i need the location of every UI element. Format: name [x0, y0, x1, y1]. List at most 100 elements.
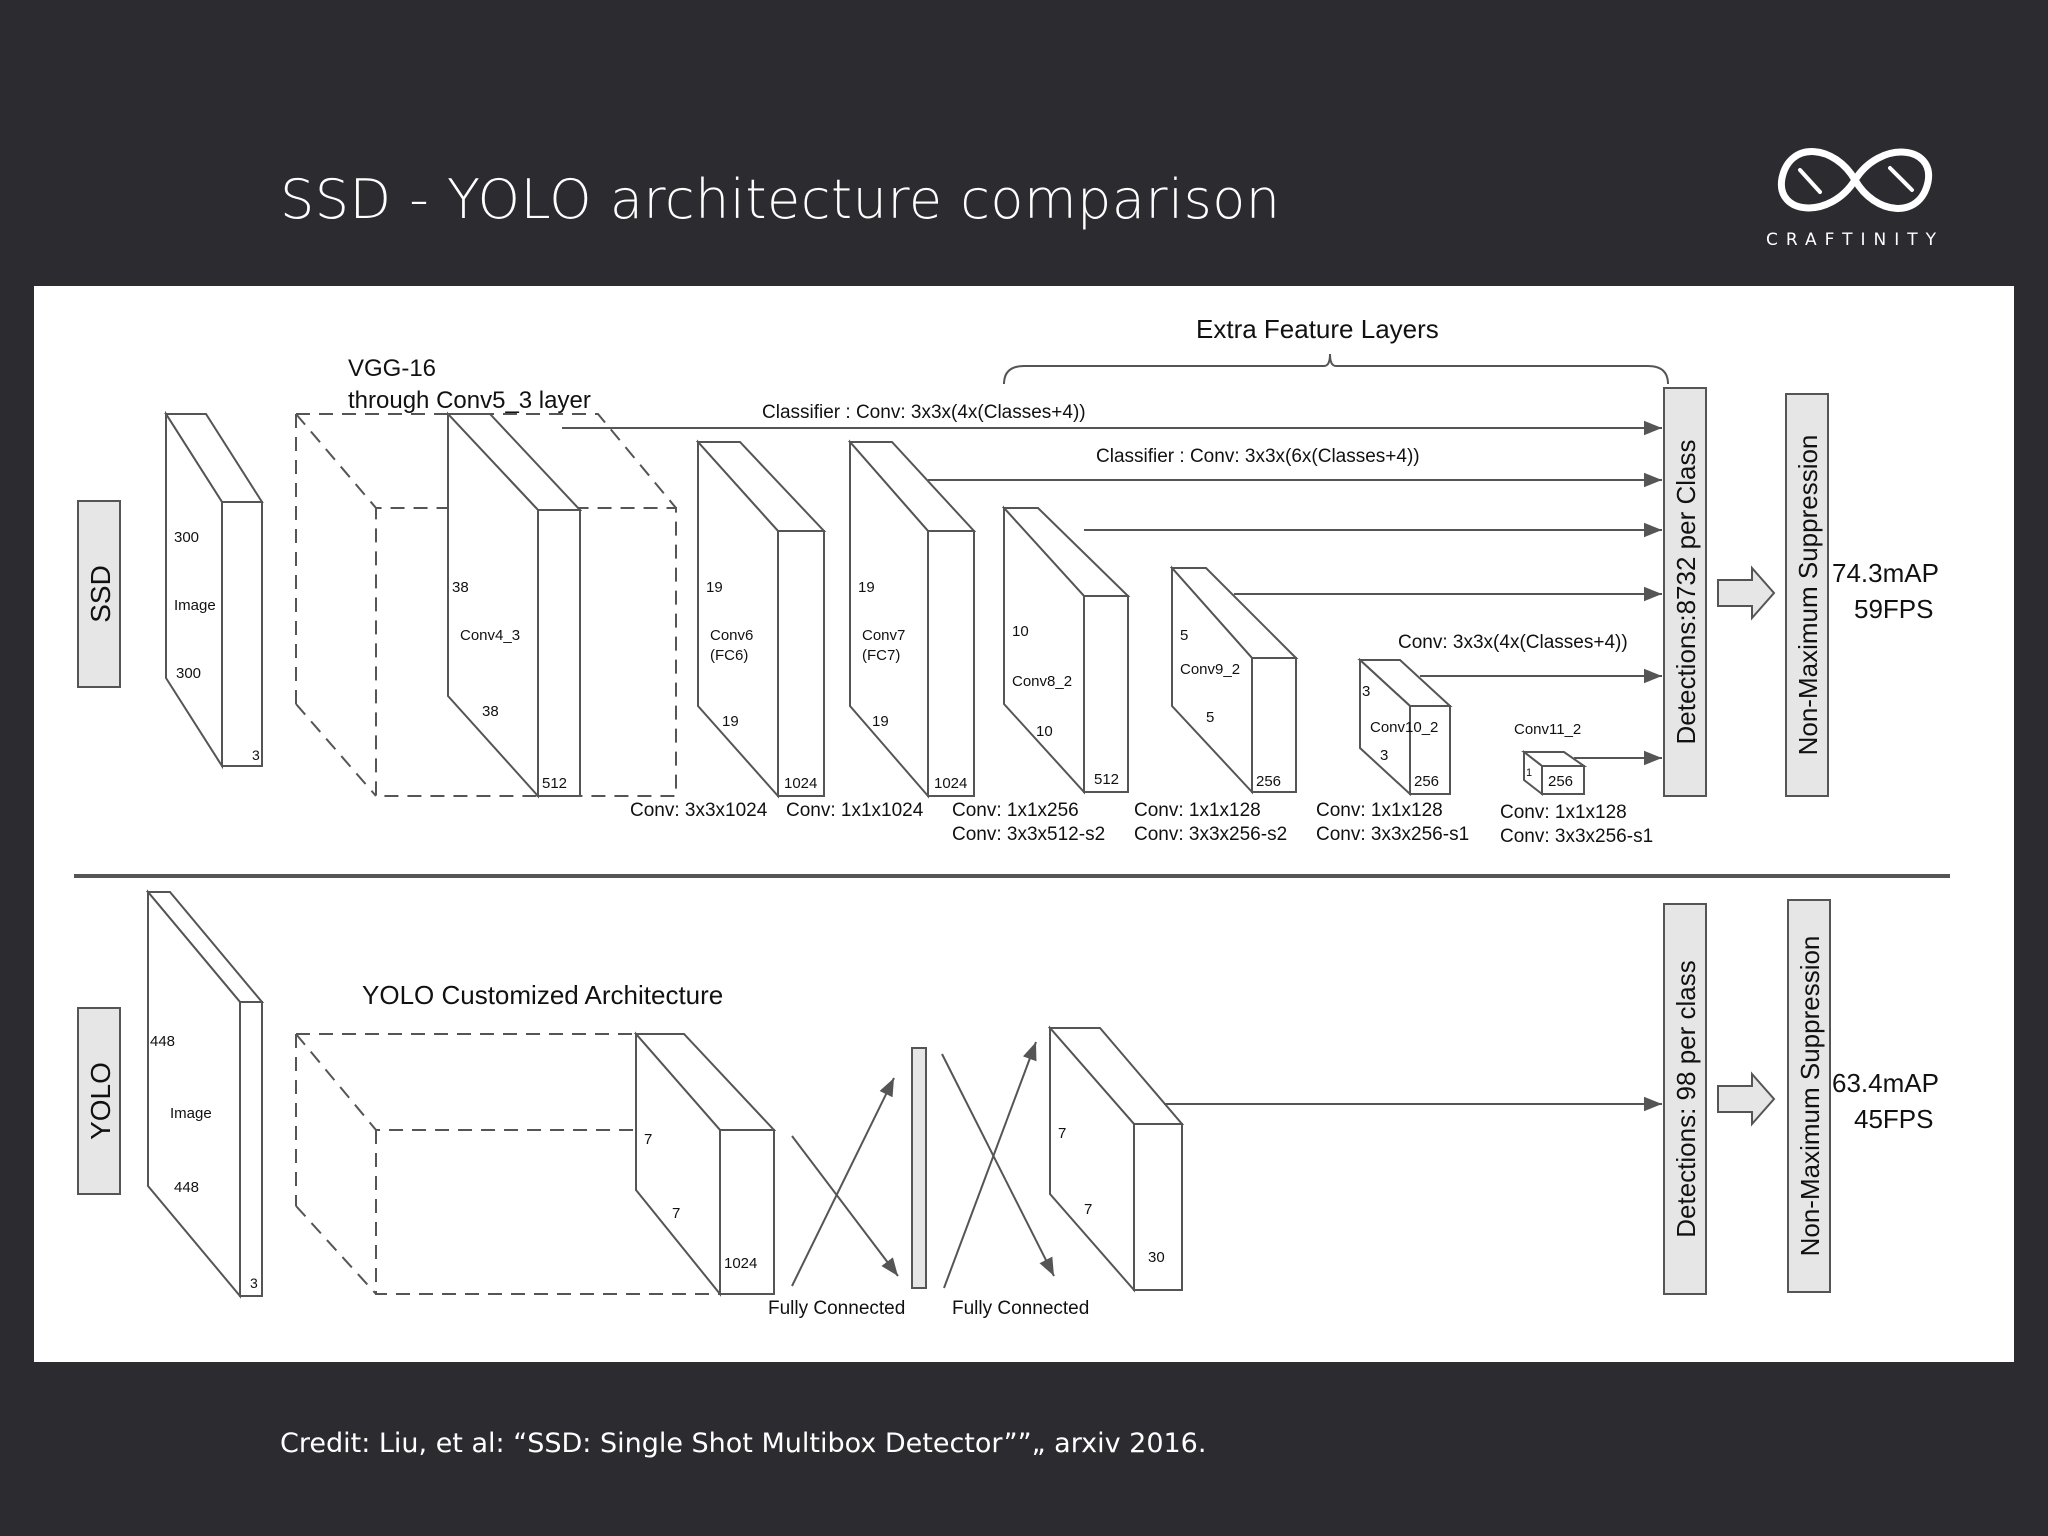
yolo-image-name: Image	[170, 1105, 212, 1122]
conv7-h: 19	[858, 579, 875, 596]
yolo-feat-w: 7	[672, 1205, 680, 1222]
conv9-2-c: 256	[1256, 773, 1281, 790]
ssd-image-h: 300	[174, 529, 199, 546]
ssd-conv11-2-block	[1521, 749, 1588, 797]
yolo-output-block	[1047, 1025, 1185, 1293]
yolo-feature-block	[633, 1031, 777, 1297]
yolo-detections-label: Detections: 98 per class	[1671, 960, 1701, 1237]
yolo-map: 63.4mAP	[1832, 1068, 1939, 1098]
yolo-image-c: 3	[250, 1275, 258, 1291]
conv10-2-c: 256	[1414, 773, 1439, 790]
conv7-name1: Conv7	[862, 627, 905, 644]
ssd-conv6-block	[695, 439, 827, 799]
conv10-2-name: Conv10_2	[1370, 719, 1438, 736]
classifier-1-label: Classifier : Conv: 3x3x(4x(Classes+4))	[762, 402, 1086, 423]
conv11-2-op1: Conv: 1x1x128	[1500, 802, 1627, 823]
ssd-image-w: 300	[176, 665, 201, 682]
conv11-2-c: 256	[1548, 773, 1573, 790]
ssd-conv4-3-block	[445, 411, 583, 799]
conv8-2-name: Conv8_2	[1012, 673, 1072, 690]
conv6-name2: (FC6)	[710, 647, 748, 664]
yolo-feat-h: 7	[644, 1131, 652, 1148]
classifier-3-label: Conv: 3x3x(4x(Classes+4))	[1398, 632, 1628, 653]
yolo-label: YOLO	[85, 1062, 116, 1140]
brand-logo: CRAFTINITY	[1740, 130, 1970, 260]
slide-title: SSD - YOLO architecture comparison	[280, 168, 1281, 231]
conv6-c: 1024	[784, 775, 817, 792]
yolo-image-h: 448	[150, 1033, 175, 1050]
conv6-h: 19	[706, 579, 723, 596]
conv6-op: Conv: 3x3x1024	[630, 800, 768, 821]
conv9-2-w: 5	[1206, 709, 1214, 726]
conv11-2-h: 1	[1526, 767, 1532, 779]
vgg-label-2: through Conv5_3 layer	[348, 387, 591, 414]
ssd-label: SSD	[85, 565, 116, 623]
conv4-3-name: Conv4_3	[460, 627, 520, 644]
conv9-2-op1: Conv: 1x1x128	[1134, 800, 1261, 821]
conv6-w: 19	[722, 713, 739, 730]
ssd-nms-arrow-icon	[1717, 565, 1776, 621]
infinity-logo-icon	[1777, 148, 1933, 212]
conv11-2-name: Conv11_2	[1514, 721, 1581, 738]
classifier-2-label: Classifier : Conv: 3x3x(6x(Classes+4))	[1096, 446, 1420, 467]
conv7-c: 1024	[934, 775, 967, 792]
credit-text: Credit: Liu, et al: “SSD: Single Shot Mu…	[280, 1428, 1207, 1459]
conv8-2-w: 10	[1036, 723, 1053, 740]
ssd-image-c: 3	[252, 747, 260, 763]
conv8-2-h: 10	[1012, 623, 1029, 640]
ssd-label-box	[77, 500, 121, 688]
conv8-2-c: 512	[1094, 771, 1119, 788]
ssd-conv9-2-block	[1169, 565, 1299, 795]
conv8-2-op1: Conv: 1x1x256	[952, 800, 1079, 821]
ssd-conv10-2-block	[1357, 657, 1453, 797]
conv9-2-h: 5	[1180, 627, 1188, 644]
extra-feature-layers-label: Extra Feature Layers	[1196, 314, 1439, 344]
conv7-w: 19	[872, 713, 889, 730]
ssd-detections-box	[1663, 387, 1707, 797]
yolo-fc1-label: Fully Connected	[768, 1298, 905, 1319]
yolo-label-box	[77, 1007, 121, 1195]
yolo-detections-box	[1663, 903, 1707, 1295]
yolo-image-w: 448	[174, 1179, 199, 1196]
ssd-detections-label: Detections:8732 per Class	[1671, 440, 1701, 745]
yolo-arch-label: YOLO Customized Architecture	[362, 980, 723, 1010]
ssd-conv7-block	[847, 439, 977, 799]
conv4-3-c: 512	[542, 775, 567, 792]
yolo-fc-arrows	[791, 1041, 1055, 1289]
ssd-nms-label: Non-Maximum Suppression	[1793, 435, 1823, 756]
ssd-feature-arrows	[562, 420, 1662, 766]
yolo-fc-bar	[911, 1047, 927, 1289]
yolo-fc2-label: Fully Connected	[952, 1298, 1089, 1319]
conv8-2-op2: Conv: 3x3x512-s2	[952, 824, 1105, 845]
conv10-2-h: 3	[1362, 683, 1370, 700]
yolo-nms-label: Non-Maximum Suppression	[1795, 936, 1825, 1257]
conv10-2-op2: Conv: 3x3x256-s1	[1316, 824, 1469, 845]
conv9-2-op2: Conv: 3x3x256-s2	[1134, 824, 1287, 845]
yolo-out-h: 7	[1058, 1125, 1066, 1142]
architecture-diagram: SSD 300 Image 300 3 VGG-16 through Conv5…	[74, 314, 1950, 1319]
ssd-image-block	[164, 410, 264, 770]
ssd-map: 74.3mAP	[1832, 558, 1939, 588]
ssd-vgg-dashed-block	[295, 413, 677, 797]
conv6-name1: Conv6	[710, 627, 753, 644]
yolo-dashed-block	[295, 1033, 774, 1295]
brand-name: CRAFTINITY	[1766, 230, 1944, 250]
yolo-fps: 45FPS	[1854, 1104, 1934, 1134]
yolo-nms-box	[1787, 899, 1831, 1293]
conv4-3-h: 38	[452, 579, 469, 596]
yolo-feat-c: 1024	[724, 1255, 757, 1272]
diagram-panel: SSD 300 Image 300 3 VGG-16 through Conv5…	[34, 286, 2014, 1362]
yolo-nms-arrow-icon	[1717, 1071, 1776, 1127]
conv7-name2: (FC7)	[862, 647, 900, 664]
conv11-2-op2: Conv: 3x3x256-s1	[1500, 826, 1653, 847]
conv9-2-name: Conv9_2	[1180, 661, 1240, 678]
conv7-op: Conv: 1x1x1024	[786, 800, 924, 821]
yolo-image-block	[145, 889, 265, 1299]
ssd-image-name: Image	[174, 597, 216, 614]
yolo-out-w: 7	[1084, 1201, 1092, 1218]
ssd-nms-box	[1785, 393, 1829, 797]
ssd-conv8-2-block	[1001, 505, 1131, 795]
yolo-out-c: 30	[1148, 1249, 1165, 1266]
conv4-3-w: 38	[482, 703, 499, 720]
conv10-2-op1: Conv: 1x1x128	[1316, 800, 1443, 821]
